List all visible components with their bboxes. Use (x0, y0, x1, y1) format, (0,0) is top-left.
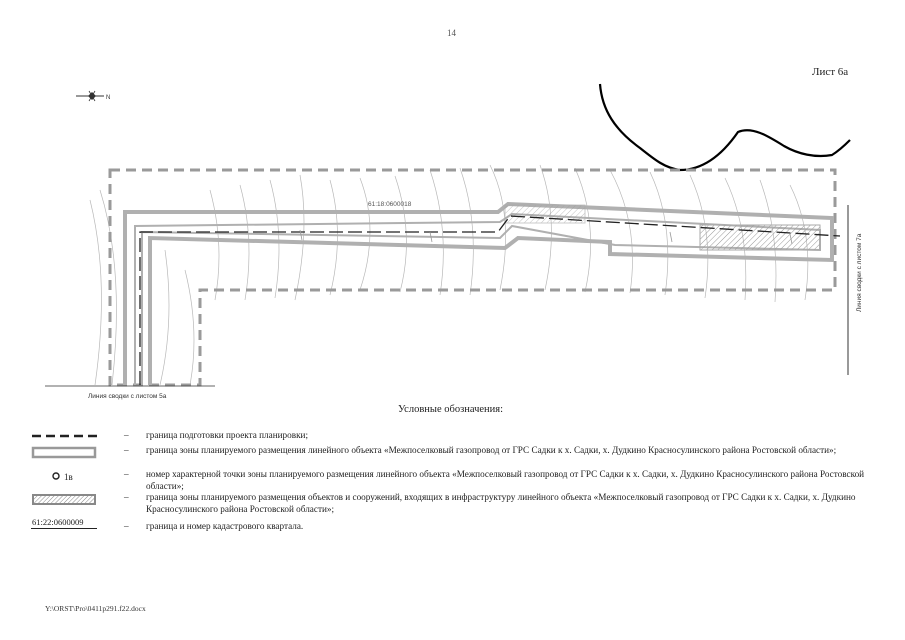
planning-boundary-dashed (108, 168, 837, 387)
cadastral-number-label: 61:22:0600009 (32, 517, 84, 527)
point-marker-label: 1в (64, 472, 73, 482)
infrastructure-zone (504, 204, 586, 224)
legend-dash: – (124, 445, 129, 455)
svg-text:N: N (106, 95, 110, 101)
legend-text: граница и номер кадастрового квартала. (146, 521, 304, 531)
match-line-right-label: Линия сводки с листом 7а (856, 233, 863, 312)
north-arrow-icon: N (76, 90, 110, 102)
dashed-line-icon (32, 434, 100, 438)
map-canvas: N (45, 83, 863, 400)
legend-text: граница зоны планируемого размещения лин… (146, 445, 837, 455)
legend-dash: – (124, 430, 129, 440)
infrastructure-zone (699, 224, 821, 251)
map-cadastral-label: 61:18:0600018 (368, 201, 412, 208)
cadastral-number-icon: 61:22:0600009 (28, 517, 108, 533)
legend-title: Условные обозначения: (398, 404, 504, 415)
legend-text: граница зоны планируемого размещения объ… (146, 492, 856, 514)
legend-text: граница подготовки проекта планировки; (146, 430, 309, 440)
hatched-rectangle-icon (32, 494, 96, 505)
point-marker-icon (52, 472, 60, 480)
match-line-bottom-label: Линия сводки с листом 5а (88, 393, 167, 400)
legend-dash: – (124, 469, 129, 479)
survey-marks (299, 229, 793, 245)
gas-pipeline (139, 215, 841, 385)
legend-text: номер характерной точки зоны планируемог… (146, 469, 865, 491)
corridor-outer (123, 201, 834, 385)
sheet-title: Лист 6а (812, 66, 849, 78)
boundary-curve (598, 83, 851, 172)
grey-rectangle-icon (31, 446, 97, 459)
page-number: 14 (447, 28, 456, 38)
footer-file-path: Y:\ORST\Pro\0411p291.f22.docx (45, 604, 146, 613)
contour-lines (89, 164, 809, 386)
legend-dash: – (124, 492, 129, 502)
legend-dash: – (124, 521, 129, 531)
